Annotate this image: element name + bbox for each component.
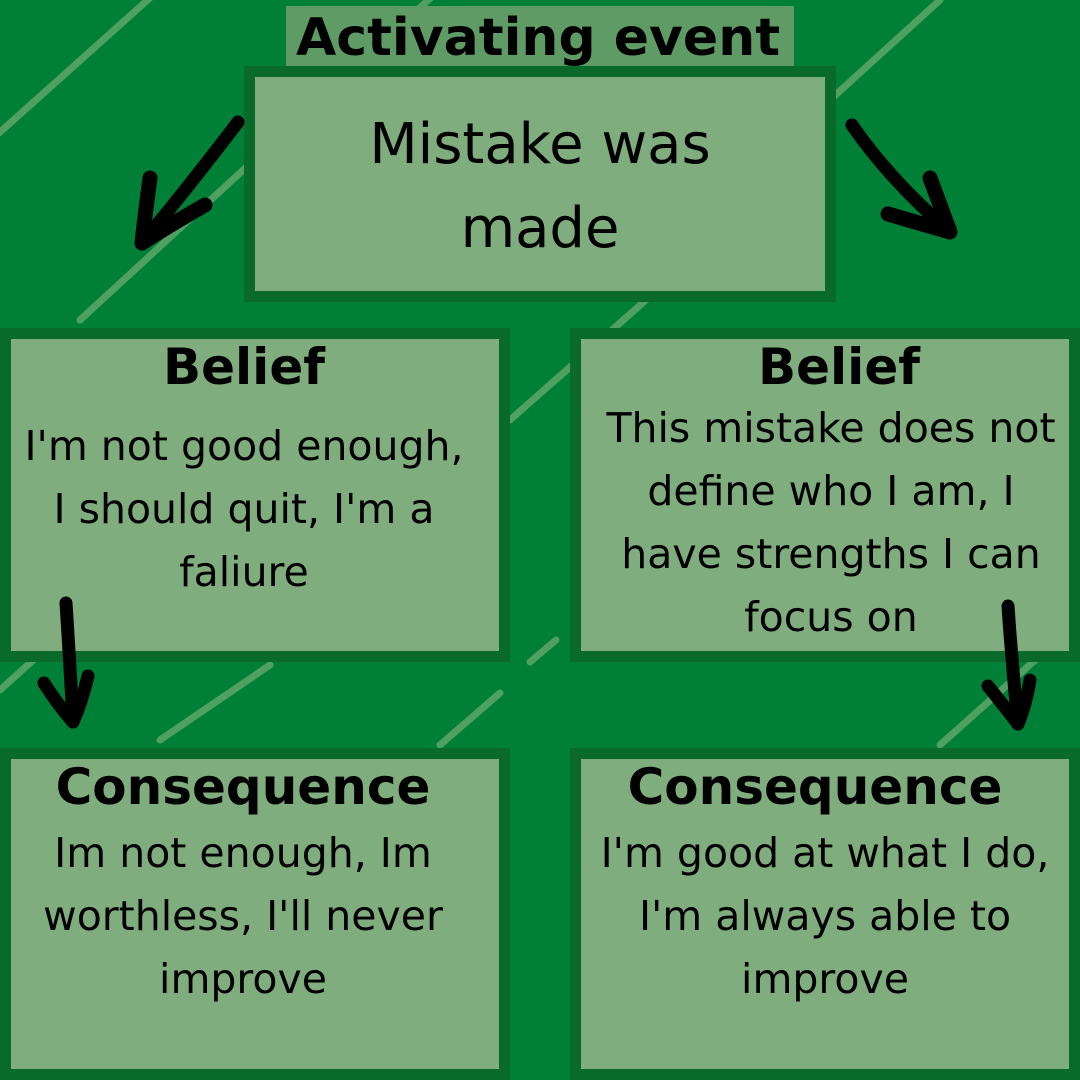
left-consequence-heading: Consequence bbox=[55, 758, 431, 816]
left-consequence-line-3: improve bbox=[159, 955, 327, 1003]
left-belief-line-3: faliure bbox=[179, 548, 309, 596]
right-consequence-line-2: I'm always able to bbox=[638, 892, 1012, 940]
right-consequence-line-3: improve bbox=[741, 955, 909, 1003]
right-belief-line-2: define who I am, I bbox=[647, 467, 1015, 515]
left-consequence-line-1: Im not enough, Im bbox=[54, 829, 432, 877]
activating-event-label: Activating event bbox=[286, 6, 794, 70]
left-belief-box bbox=[0, 328, 510, 662]
right-consequence-heading: Consequence bbox=[627, 758, 1003, 816]
left-consequence-line-2: worthless, I'll never bbox=[43, 892, 443, 940]
right-belief-line-3: have strengths I can bbox=[621, 530, 1041, 578]
right-consequence-box bbox=[570, 748, 1080, 1080]
activating-event-text-line-2: made bbox=[460, 196, 620, 261]
left-consequence-box bbox=[0, 748, 510, 1080]
right-belief-line-1: This mistake does not bbox=[606, 404, 1056, 452]
right-consequence-line-1: I'm good at what I do, bbox=[600, 829, 1050, 877]
left-belief-line-1: I'm not good enough, bbox=[24, 422, 464, 470]
right-belief-line-4: focus on bbox=[744, 593, 918, 641]
right-belief-box bbox=[570, 328, 1080, 662]
left-belief-heading: Belief bbox=[163, 338, 325, 396]
left-belief-line-2: I should quit, I'm a bbox=[53, 485, 435, 533]
activating-event-box bbox=[244, 66, 836, 302]
activating-event-text-line-1: Mistake was bbox=[369, 112, 711, 177]
right-belief-heading: Belief bbox=[758, 338, 920, 396]
